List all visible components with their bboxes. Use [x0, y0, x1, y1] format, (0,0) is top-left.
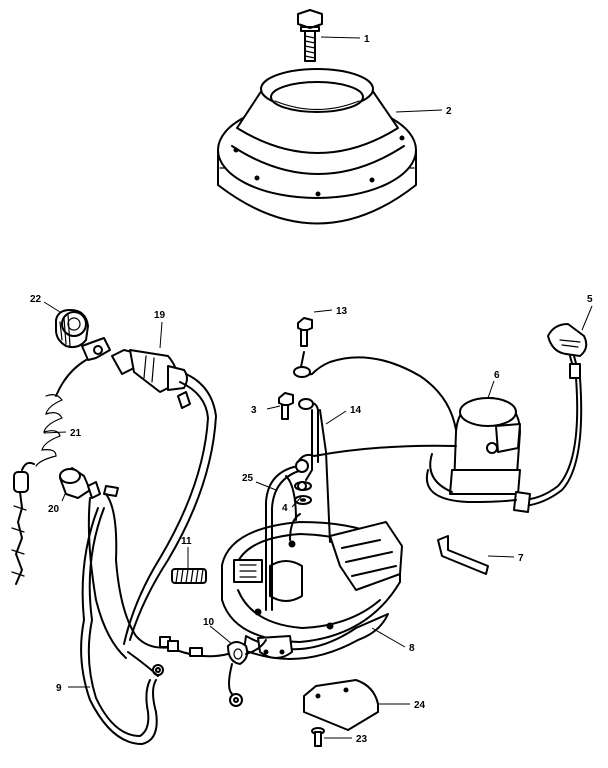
part-5-spark-plug-boot [425, 323, 588, 513]
callout-23: 23 [356, 734, 368, 745]
callout-13: 13 [336, 306, 348, 317]
callout-labels: 1 2 3 4 5 6 7 8 9 10 11 13 14 19 20 21 2… [30, 34, 593, 745]
part-8-stator-plate [221, 521, 403, 660]
part-10-grommet [227, 641, 249, 665]
callout-3: 3 [251, 405, 257, 416]
part-6-ignition-coil [429, 397, 521, 495]
callout-20: 20 [48, 504, 60, 515]
callout-19: 19 [154, 310, 166, 321]
part-3-screw [278, 392, 294, 420]
callout-11: 11 [181, 536, 192, 547]
part-23-screw [311, 727, 325, 747]
callout-21: 21 [70, 428, 82, 439]
callout-6: 6 [494, 370, 500, 381]
callout-5: 5 [587, 294, 593, 305]
part-20-connector [59, 467, 119, 499]
part-7-clip [437, 535, 489, 575]
leader-lines [43, 36, 593, 739]
part-2-flywheel [217, 68, 417, 225]
wiring [80, 351, 457, 745]
part-11-stud [171, 568, 207, 584]
part-22-cap [55, 309, 89, 349]
callout-25: 25 [242, 473, 254, 484]
part-24-cover-plate [303, 679, 379, 731]
callout-2: 2 [446, 106, 452, 117]
callout-22: 22 [30, 294, 42, 305]
callout-8: 8 [409, 643, 415, 654]
part-21-lanyard [11, 337, 111, 585]
callout-10: 10 [203, 617, 215, 628]
part-13-screw [297, 317, 313, 347]
callout-14: 14 [350, 405, 362, 416]
callout-4: 4 [282, 503, 288, 514]
part-1-bolt [297, 9, 323, 62]
callout-24: 24 [414, 700, 426, 711]
callout-9: 9 [56, 683, 62, 694]
callout-1: 1 [364, 34, 370, 45]
callout-7: 7 [518, 553, 524, 564]
part-19-stop-switch [111, 349, 191, 409]
